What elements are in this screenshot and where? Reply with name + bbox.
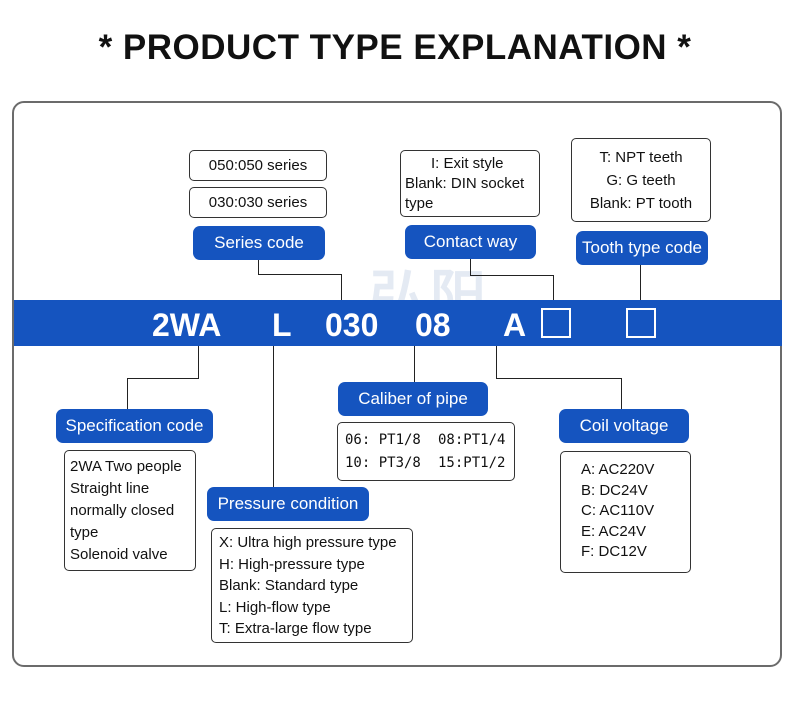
coil-voltage-line: F: DC12V: [581, 543, 647, 560]
pressure-condition-line: L: High-flow type: [219, 598, 331, 616]
tooth-type-line: G: G teeth: [606, 172, 676, 189]
connector-tooth-v: [640, 265, 641, 301]
coil-voltage-label: Coil voltage: [559, 409, 689, 443]
connector-coil-h: [496, 378, 622, 379]
caliber-entry: 10: PT3/8: [345, 455, 421, 471]
specification-line: normally closed: [70, 502, 175, 519]
connector-caliber-v: [414, 346, 415, 384]
series-option-box-2: 030:030 series: [189, 187, 327, 218]
specification-line: Solenoid valve: [70, 546, 168, 563]
coil-voltage-line: C: AC110V: [581, 502, 655, 519]
pressure-condition-line: Blank: Standard type: [219, 577, 359, 594]
specification-line: Straight line: [70, 480, 150, 497]
tooth-type-box: T: NPT teeth G: G teeth Blank: PT tooth: [571, 138, 711, 222]
series-option: 030:030 series: [208, 194, 308, 211]
code-series: 2WA: [152, 307, 222, 343]
caliber-entry: 06: PT1/8: [345, 432, 421, 448]
connector-pressure-v: [273, 346, 274, 488]
caliber-row: 10: PT3/8 15:PT1/2: [345, 452, 514, 475]
specification-box: 2WA Two people Straight line normally cl…: [64, 450, 196, 571]
specification-line: type: [70, 524, 99, 541]
series-code-label: Series code: [193, 226, 325, 260]
pressure-condition-label: Pressure condition: [207, 487, 369, 521]
pressure-condition-line: X: Ultra high pressure type: [219, 534, 397, 551]
caliber-of-pipe-box: 06: PT1/8 08:PT1/4 10: PT3/8 15:PT1/2: [337, 422, 515, 481]
pressure-condition-line: H: High-pressure type: [219, 555, 365, 573]
code-caliber: 08: [415, 307, 451, 343]
connector-spec-v1: [198, 346, 199, 379]
connector-series-h: [258, 274, 342, 275]
caliber-of-pipe-label: Caliber of pipe: [338, 382, 488, 416]
contact-way-line: I: Exit style: [431, 155, 504, 172]
coil-voltage-line: B: DC24V: [581, 481, 648, 499]
series-option: 050:050 series: [208, 157, 308, 174]
connector-series-v2: [341, 274, 342, 301]
page-title: * PRODUCT TYPE EXPLANATION *: [98, 28, 692, 67]
connector-spec-h: [127, 378, 199, 379]
pressure-condition-box: X: Ultra high pressure type H: High-pres…: [211, 528, 413, 643]
contact-way-label: Contact way: [405, 225, 536, 259]
specification-line: 2WA Two people: [70, 458, 182, 475]
code-series-number: 030: [325, 307, 379, 343]
model-code-band: [14, 300, 782, 346]
series-option-box-1: 050:050 series: [189, 150, 327, 181]
diagram-frame: [12, 101, 782, 667]
connector-coil-v2: [621, 378, 622, 411]
connector-series-v1: [258, 259, 259, 275]
caliber-entry: 15:PT1/2: [438, 455, 506, 471]
connector-contact-v1: [470, 259, 471, 276]
code-contact: A: [503, 307, 527, 343]
coil-voltage-line: A: AC220V: [581, 461, 655, 478]
tooth-type-line: T: NPT teeth: [599, 149, 683, 166]
connector-contact-v2: [553, 275, 554, 301]
caliber-row: 06: PT1/8 08:PT1/4: [345, 429, 514, 452]
contact-way-line: Blank: DIN socket: [405, 175, 525, 192]
code-coil-placeholder: [541, 308, 571, 338]
connector-coil-v1: [496, 346, 497, 379]
connector-contact-h: [470, 275, 554, 276]
specification-code-label: Specification code: [56, 409, 213, 443]
pressure-condition-line: T: Extra-large flow type: [219, 620, 372, 637]
code-tooth-placeholder: [626, 308, 656, 338]
caliber-entry: 08:PT1/4: [438, 432, 506, 448]
coil-voltage-box: A: AC220V B: DC24V C: AC110V E: AC24V F:…: [560, 451, 691, 573]
contact-way-box: I: Exit style Blank: DIN socket type: [400, 150, 540, 217]
coil-voltage-line: E: AC24V: [581, 522, 647, 540]
tooth-type-label: Tooth type code: [576, 231, 708, 265]
tooth-type-line: Blank: PT tooth: [589, 195, 693, 212]
code-pressure: L: [272, 307, 292, 343]
contact-way-line: type: [405, 195, 434, 212]
connector-spec-v2: [127, 378, 128, 410]
